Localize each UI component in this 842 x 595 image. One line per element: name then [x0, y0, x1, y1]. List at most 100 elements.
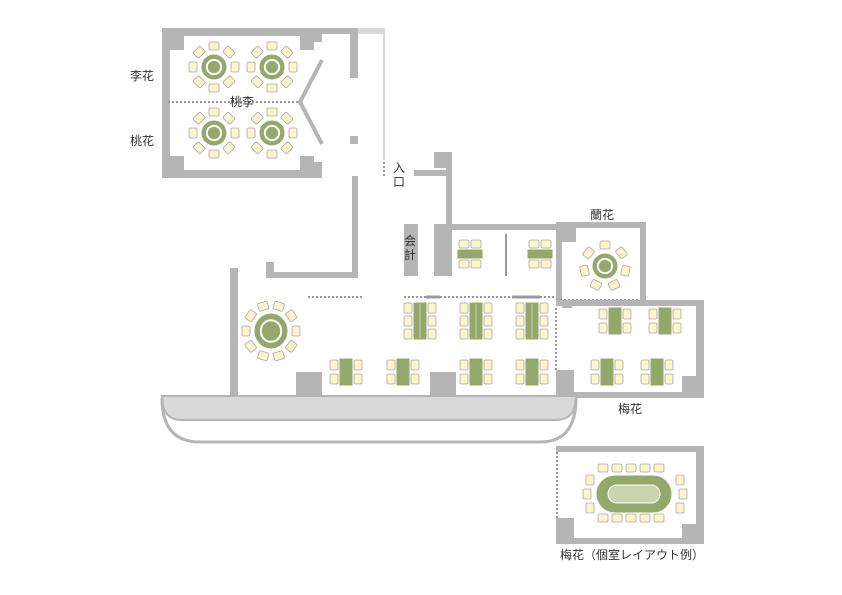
chair: [188, 127, 198, 139]
wall-segment: [352, 176, 358, 276]
chair: [272, 350, 285, 362]
chair-seat: [251, 46, 264, 59]
chair: [620, 264, 631, 277]
chair-seat: [607, 279, 621, 291]
chair-seat: [470, 259, 482, 269]
chair-seat: [672, 308, 682, 320]
chair: [251, 112, 264, 125]
chair-seat: [403, 302, 413, 314]
chair: [288, 127, 298, 139]
chair-seat: [188, 61, 198, 73]
chair: [614, 373, 624, 385]
chair: [280, 75, 293, 88]
chair: [675, 474, 685, 486]
chair: [515, 359, 525, 371]
chair: [353, 373, 363, 385]
chair: [458, 259, 470, 269]
wall-segment: [640, 222, 646, 304]
chair: [515, 315, 525, 327]
chair-seat: [539, 373, 549, 385]
chair-seat: [427, 328, 437, 340]
chair: [386, 359, 396, 371]
chair: [427, 302, 437, 314]
banquet-table-set: [582, 463, 688, 523]
chair-seat: [597, 463, 609, 473]
chair-seat: [427, 302, 437, 314]
chair: [208, 41, 220, 51]
chair-seat: [483, 373, 493, 385]
chair-seat: [539, 302, 549, 314]
wall-segment: [266, 262, 274, 276]
chair: [257, 300, 270, 312]
chair: [648, 308, 658, 320]
chair: [459, 328, 469, 340]
rect-table-set: [526, 239, 554, 269]
chair: [329, 373, 339, 385]
chair: [597, 463, 609, 473]
chair: [285, 340, 298, 353]
chair: [515, 302, 525, 314]
chair: [272, 300, 285, 312]
chair-seat: [410, 373, 420, 385]
oval-table: [253, 312, 289, 350]
chair-seat: [241, 325, 251, 337]
chair: [427, 328, 437, 340]
chair: [251, 141, 264, 154]
chair-seat: [540, 259, 552, 269]
chair-seat: [539, 315, 549, 327]
wall-segment: [556, 446, 704, 452]
chair: [288, 61, 298, 73]
wall-segment: [696, 446, 704, 544]
wall-segment: [556, 518, 574, 538]
chair: [193, 112, 206, 125]
chair-seat: [622, 308, 632, 320]
chair-seat: [579, 264, 590, 277]
chair-seat: [285, 309, 298, 322]
wall-segment: [452, 224, 556, 230]
round-table: [591, 252, 619, 280]
round-table: [258, 53, 286, 81]
chair: [640, 373, 650, 385]
chair: [280, 141, 293, 154]
wall-segment: [358, 28, 384, 34]
chair: [539, 359, 549, 371]
chair-seat: [622, 322, 632, 334]
chair-seat: [246, 127, 256, 139]
chair: [285, 309, 298, 322]
chair: [607, 279, 621, 291]
chair-seat: [458, 259, 470, 269]
chair-seat: [664, 359, 674, 371]
chair-seat: [353, 359, 363, 371]
chair-seat: [582, 488, 592, 500]
chair: [483, 302, 493, 314]
chair: [640, 359, 650, 371]
wall-segment: [266, 272, 358, 278]
chair-seat: [515, 373, 525, 385]
chair: [585, 502, 595, 514]
chair: [244, 309, 257, 322]
chair-seat: [664, 373, 674, 385]
chair: [664, 373, 674, 385]
chair-seat: [515, 328, 525, 340]
chair-seat: [585, 474, 595, 486]
wall-segment: [696, 300, 704, 398]
chair: [230, 61, 240, 73]
wall-segment: [682, 524, 696, 538]
chair-seat: [208, 107, 220, 117]
rect-table: [395, 357, 411, 387]
rect-table-set: [598, 306, 632, 336]
chair: [222, 75, 235, 88]
chair-seat: [459, 302, 469, 314]
chair-seat: [222, 141, 235, 154]
chair: [539, 328, 549, 340]
furniture: [188, 41, 688, 523]
chair: [582, 246, 595, 260]
chair-seat: [483, 328, 493, 340]
chair: [244, 340, 257, 353]
chair-seat: [272, 350, 285, 362]
chair-seat: [611, 463, 623, 473]
wall-segment: [314, 28, 322, 42]
chair-seat: [257, 300, 270, 312]
chair-seat: [672, 322, 682, 334]
rect-table: [599, 357, 615, 387]
